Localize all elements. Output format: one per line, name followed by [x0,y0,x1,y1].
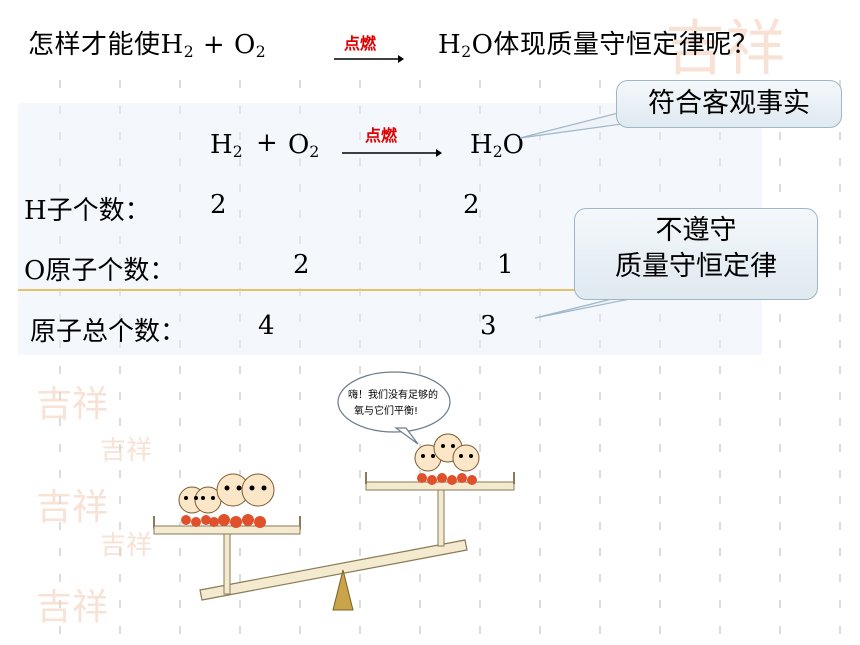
callout2-line1: 不遵守 [655,215,737,246]
row-h-right: 2 [463,190,480,220]
watermark-left-1: 吉祥 [36,384,109,425]
watermark-left-3: 吉祥 [36,487,109,528]
question-product-sub: 2 [461,43,472,61]
question-product-h: H [438,30,462,60]
equation-arrow [342,149,442,157]
callout-not-conserved: 不遵守 质量守恒定律 [574,208,818,300]
question-plus: + [194,30,234,60]
question-arrow [334,55,404,63]
speech-line2: 氧与它们平衡! [354,404,418,417]
question-tail: O体现质量守恒定律呢？ [471,30,759,60]
watermark-left-4: 吉祥 [100,531,153,561]
row-h-label: H子个数： [24,196,151,226]
question-o-sub: 2 [255,43,267,61]
watermark-left-5: 吉祥 [36,587,109,628]
equation-reactant-h: H2 [210,130,243,161]
row-total-left: 4 [258,311,275,341]
balance-illustration: 嗨！我们没有足够的 氧与它们平衡! [153,371,515,611]
question-condition: 点燃 [344,34,377,53]
watermark-left-2: 吉祥 [100,436,153,466]
watermark-topright: 吉祥 [665,14,785,84]
question-o: O [233,30,256,60]
equation-plus: + [256,128,278,158]
callout2-line2: 质量守恒定律 [615,251,777,282]
question-prefix: 怎样才能使H [28,30,184,60]
equation-product: H2O [470,130,524,161]
equation-condition: 点燃 [365,126,398,145]
equation-reactant-o: O2 [288,130,320,161]
callout-correct-fact: 符合客观事实 [616,80,842,128]
row-h-left: 2 [210,190,227,220]
row-o-left: 2 [293,250,310,280]
left-characters [178,473,275,528]
row-o-label: O原子个数： [24,256,176,286]
row-o-right: 1 [497,250,514,280]
divider-line [18,289,762,291]
row-total-label: 原子总个数： [30,317,187,347]
speech-line1: 嗨！我们没有足够的 [348,388,438,401]
right-characters [414,433,480,485]
row-total-right: 3 [480,311,497,341]
question-h-sub: 2 [183,43,195,61]
